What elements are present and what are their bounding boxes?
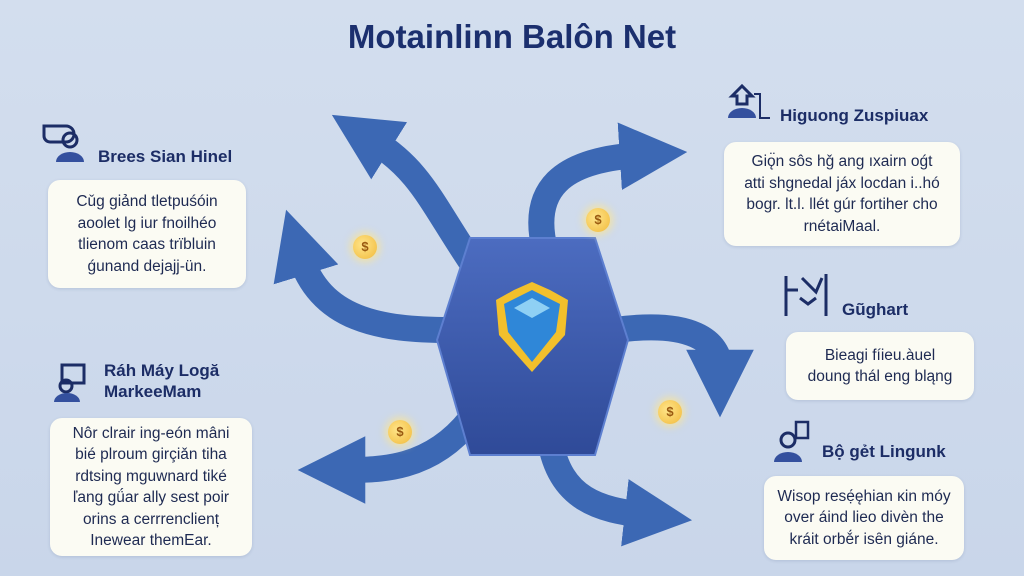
coin-icon: $ [586, 208, 610, 232]
info-bubble: Bieagi fíieu.àuel doung thál eng bląng [786, 332, 974, 400]
bubble-text: Wisop resẹ́ęhian ĸin móy [777, 487, 951, 505]
info-bubble: Wisop resẹ́ęhian ĸin móy over áind lieo … [764, 476, 964, 560]
presenter-icon [54, 363, 86, 402]
info-bubble: Nôr clrair ing-eón mâni bié plroum girçi… [50, 418, 252, 556]
section-heading: Bộ gẻt Lingunk [822, 442, 946, 461]
bubble-text: orins a cerrrenclienț [82, 510, 220, 528]
section-heading: Gũghart [842, 300, 909, 319]
bubble-text: Cǔg giảnd tletpuśóin [76, 193, 218, 210]
arrow-left [273, 209, 463, 343]
bubble-text: Bieagi fíieu.àuel [824, 346, 936, 364]
bubble-text: aoolet lg iur fnoilhéo [77, 214, 217, 232]
bubble-text: Nôr clrair ing-eón mâni [72, 424, 230, 442]
gem-shield-icon [496, 282, 568, 372]
bubble-text: over áind lieo divèn the [784, 509, 944, 527]
bubble-text: tlienom caas trïbluin [78, 236, 216, 253]
bubble-text: atti shgnedal jáx locdan i..hó [744, 174, 940, 192]
coin-icon: $ [388, 420, 412, 444]
section-heading: Brees Sian Hinel [98, 147, 233, 166]
chart-house-icon [784, 274, 828, 316]
bubble-text: Inewear themEar. [90, 532, 212, 549]
coin-icon: $ [658, 400, 682, 424]
coin-icon: $ [353, 235, 377, 259]
info-bubble: Giǫ̈n sôs hǧ ang ıxairn oǵt atti shgneda… [724, 142, 960, 246]
bubble-text: bié plroum girçiǎn tiha [75, 446, 227, 463]
bubble-text: ľang gǘar ally sest poir [72, 489, 230, 506]
page-title: Motainlinn Balôn Net [347, 18, 677, 55]
bubble-text: rdtsing mguwnard tiké [75, 467, 227, 485]
bubble-text: kráit orbě́r isȇn gián​e. [789, 530, 939, 548]
section-heading: Ráh Máy Logă MarkeeMam [104, 361, 220, 401]
person-board-icon [774, 420, 810, 462]
section-heading: Higuong Zuspiuax [780, 106, 929, 125]
arrow-bottom-left [297, 407, 483, 504]
bubble-text: bogr. lt.l. llét gúr fortiher cho [746, 196, 938, 213]
user-upload-icon [728, 83, 770, 119]
bubble-text: doung thál eng bląng [807, 368, 953, 385]
chat-person-icon [42, 124, 84, 162]
arrow-right [602, 314, 754, 418]
bubble-text: Giǫ̈n sôs hǧ ang ıxairn oǵt [751, 153, 933, 170]
arrow-up-left [331, 114, 483, 273]
arrow-up-right [528, 122, 688, 263]
info-bubble: Cǔg giảnd tletpuśóin aoolet lg iur fnoil… [48, 180, 246, 288]
arrow-bottom-right [537, 427, 693, 547]
bubble-text: ǵunand dejajj-ün. [87, 257, 207, 275]
bubble-text: rnétaiMaal. [803, 217, 881, 235]
